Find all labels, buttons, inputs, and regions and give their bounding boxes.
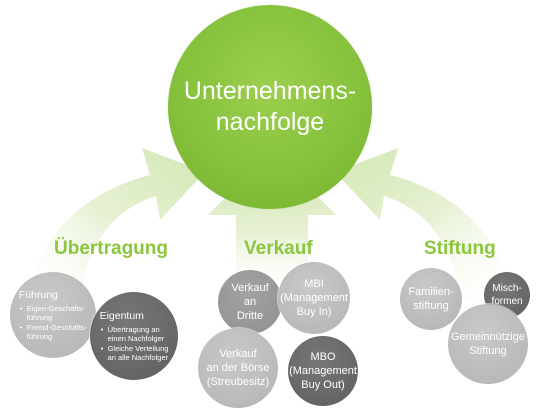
eigentum-item: Übertragung an einen Nachfolger	[101, 325, 169, 344]
mbo-text: MBO (Management Buy Out)	[289, 350, 357, 392]
bubble-boerse: Verkauf an der Börse (Streubesitz)	[198, 328, 278, 408]
bubble-gemeinnuetzig: Gemeinnützige Stiftung	[448, 304, 528, 384]
bubble-eigentum: Eigentum Übertragung an einen Nachfolger…	[90, 292, 178, 380]
heading-stiftung: Stiftung	[424, 238, 496, 259]
verkauf-dritte-text: Verkauf an Dritte	[231, 281, 269, 323]
fuehrung-title: Führung	[18, 288, 58, 301]
arrow-left	[25, 148, 205, 300]
fuehrung-item: Eigen-Geschäfts- führung	[20, 304, 87, 323]
gemeinnuetzig-text: Gemeinnützige Stiftung	[451, 330, 525, 357]
mbi-text: MBI (Management Buy In)	[280, 277, 348, 319]
bubble-mbo: MBO (Management Buy Out)	[288, 336, 358, 406]
eigentum-title: Eigentum	[99, 309, 144, 322]
center-circle: Unternehmens- nachfolge	[168, 5, 372, 209]
bubble-familienstiftung: Familien- stiftung	[400, 268, 462, 330]
bubble-fuehrung: Führung Eigen-Geschäfts- führung Fremd-G…	[10, 272, 96, 358]
bubble-mbi: MBI (Management Buy In)	[278, 262, 350, 334]
bubble-verkauf-dritte: Verkauf an Dritte	[218, 270, 282, 334]
heading-verkauf: Verkauf	[244, 238, 313, 259]
mischformen-text: Misch- formen	[491, 283, 523, 307]
boerse-text: Verkauf an der Börse (Streubesitz)	[206, 347, 270, 389]
fuehrung-item: Fremd-Geschäfts- führung	[20, 323, 87, 342]
familienstiftung-text: Familien- stiftung	[408, 285, 454, 312]
arrow-right	[335, 148, 515, 300]
center-title: Unternehmens- nachfolge	[183, 76, 357, 136]
eigentum-item: Gleiche Verteilung an alle Nachfolger	[101, 344, 169, 363]
heading-uebertragung: Übertragung	[54, 238, 168, 259]
